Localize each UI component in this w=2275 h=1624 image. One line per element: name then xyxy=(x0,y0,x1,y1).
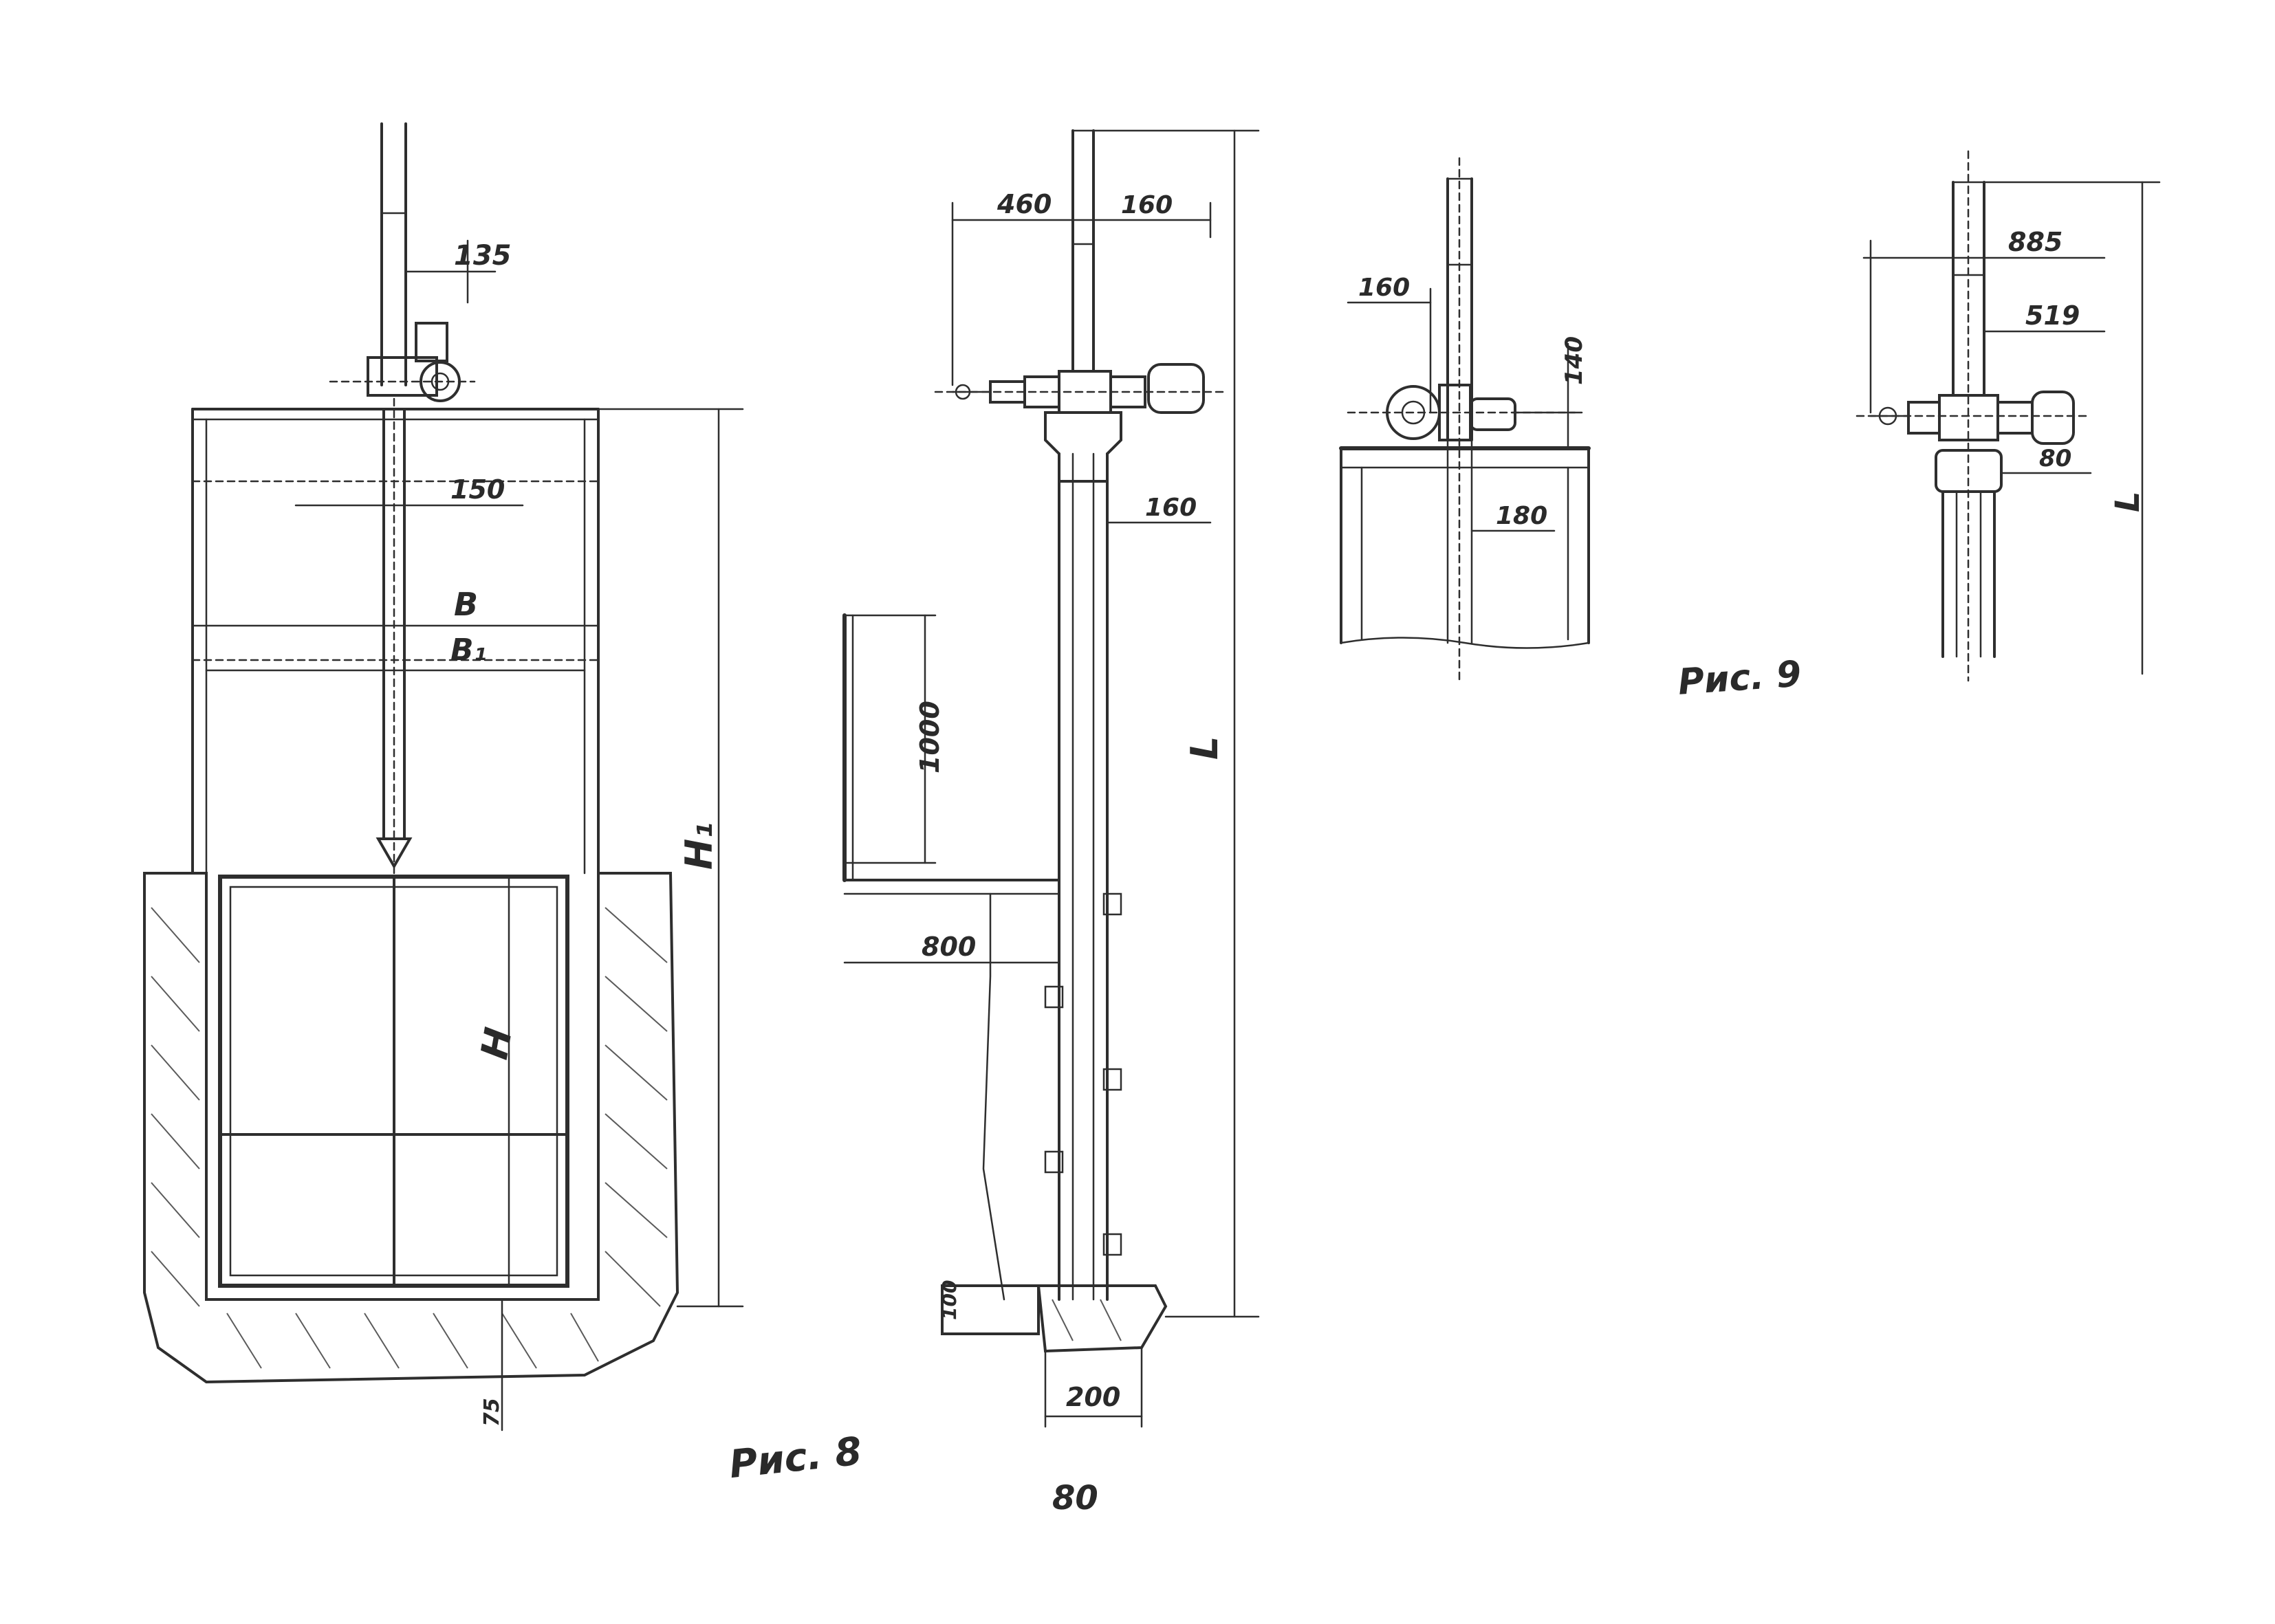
fig9-right-view: 885 519 80 L Рис. 9 xyxy=(1677,150,2161,703)
dim-160a-label: 160 xyxy=(1121,191,1173,219)
dim-160-side: 160 xyxy=(1106,494,1212,524)
dim-H1-label: Н₁ xyxy=(677,822,721,870)
dim-H1: Н₁ xyxy=(597,408,744,1308)
fig9b-lower-body xyxy=(1935,449,2003,658)
front-center-screw xyxy=(375,397,413,895)
dim-150: 150 xyxy=(294,474,524,507)
fig9a-spindle-rod xyxy=(1446,157,1473,682)
dim-140-fig9a: 140 xyxy=(1512,336,1588,450)
fig8-side-view: 460 160 160 1000 800 L 100 xyxy=(842,129,1260,1517)
front-upper-frame xyxy=(191,408,600,875)
dim-B1-label: В₁ xyxy=(450,633,487,668)
front-concrete-walls xyxy=(143,872,679,1384)
dim-1000: 1000 xyxy=(843,614,945,864)
dim-B-label: В xyxy=(454,586,478,623)
dim-80: 80 xyxy=(2000,445,2092,474)
side-pillar-head xyxy=(1044,411,1122,483)
dim-135: 135 xyxy=(404,239,512,304)
dim-460-label: 460 xyxy=(997,189,1052,219)
dim-200-label: 200 xyxy=(1066,1382,1120,1412)
side-guide-column xyxy=(1044,452,1122,1301)
dim-75: 75 xyxy=(480,1298,504,1431)
dim-L: L xyxy=(1092,129,1260,1318)
dim-135-label: 135 xyxy=(454,240,512,272)
dim-180-label: 180 xyxy=(1496,502,1547,530)
dim-800: 800 xyxy=(843,932,1060,964)
front-gate-panel xyxy=(218,875,569,1288)
side-spindle-rod xyxy=(1071,129,1095,373)
dim-200: 200 xyxy=(1044,1346,1143,1428)
dim-B1: В₁ xyxy=(205,633,586,672)
dim-800-label: 800 xyxy=(922,932,976,962)
page-number: 80 xyxy=(1052,1479,1098,1517)
dim-75-label: 75 xyxy=(480,1398,504,1427)
fig9a-housing xyxy=(1339,439,1591,649)
fig9b-drive-unit xyxy=(1855,391,2092,445)
dim-519-label: 519 xyxy=(2025,300,2080,331)
dim-B: В xyxy=(191,586,600,627)
dim-885-label: 885 xyxy=(2008,227,2062,257)
front-drive-head xyxy=(329,322,476,402)
fig9-label: Рис. 9 xyxy=(1677,653,1803,703)
side-platform-bracket xyxy=(842,613,1060,1301)
dim-100-label: 100 xyxy=(938,1280,961,1320)
dim-L2-label: L xyxy=(2109,491,2147,512)
dim-160c-label: 160 xyxy=(1358,274,1410,302)
fig8-front-view: 135 150 В В₁ Н₁ Н 75 Ри xyxy=(143,122,864,1487)
side-base-block xyxy=(941,1284,1168,1353)
front-spindle-rod xyxy=(380,122,407,386)
dim-L-fig9b: L xyxy=(1983,181,2161,675)
dim-H-label: Н xyxy=(472,1024,521,1062)
side-drive-unit xyxy=(934,363,1226,414)
fig9-left-view: 160 140 180 xyxy=(1339,157,1591,682)
dim-L-label: L xyxy=(1183,736,1226,760)
dim-140-label: 140 xyxy=(1560,336,1588,385)
dim-80-label: 80 xyxy=(2039,445,2071,472)
dim-885: 885 xyxy=(1862,227,2106,414)
dim-1000-label: 1000 xyxy=(915,701,945,773)
dim-150-label: 150 xyxy=(450,474,505,505)
dim-160b-label: 160 xyxy=(1145,494,1197,522)
dim-460-160: 460 160 xyxy=(951,189,1212,386)
dim-519: 519 xyxy=(1983,300,2106,333)
fig8-label: Рис. 8 xyxy=(727,1429,864,1487)
dim-180-fig9a: 180 xyxy=(1470,502,1556,532)
dim-160-fig9a: 160 xyxy=(1347,274,1432,414)
